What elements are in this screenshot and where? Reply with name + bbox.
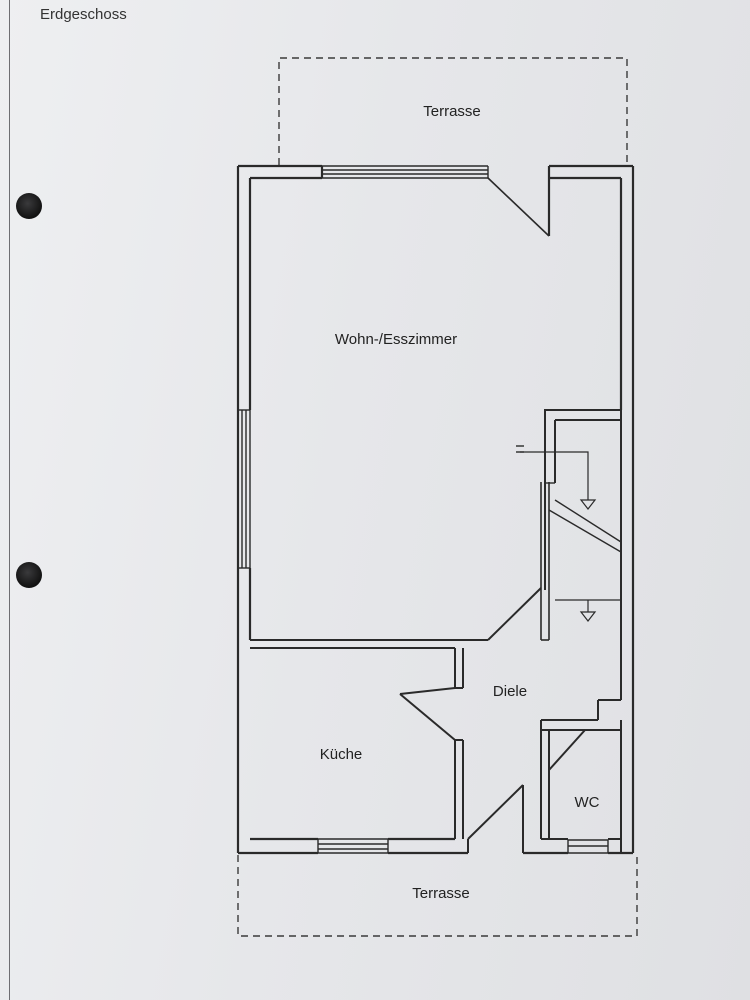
outer-walls [236,164,635,855]
room-label-wc: WC [575,794,600,811]
staircase [516,409,622,721]
room-label-diele: Diele [493,683,527,700]
terrace-door-top [487,177,550,237]
window-left [238,409,251,569]
paper-edge-line [9,0,10,1000]
punch-hole [16,562,42,588]
room-label-terrasse-bottom: Terrasse [412,885,470,902]
room-label-terrasse-top: Terrasse [423,103,481,120]
terrace-bottom-outline [237,855,638,937]
window-top [322,165,489,179]
interior-walls [250,587,622,853]
terrace-top-outline [278,57,628,165]
floor-title: Erdgeschoss [40,6,127,23]
window-bottom-wc [567,839,609,854]
window-bottom-kitchen [317,838,389,854]
room-label-wohn-esszimmer: Wohn-/Esszimmer [335,331,457,348]
punch-hole [16,193,42,219]
room-label-kueche: Küche [320,746,363,763]
